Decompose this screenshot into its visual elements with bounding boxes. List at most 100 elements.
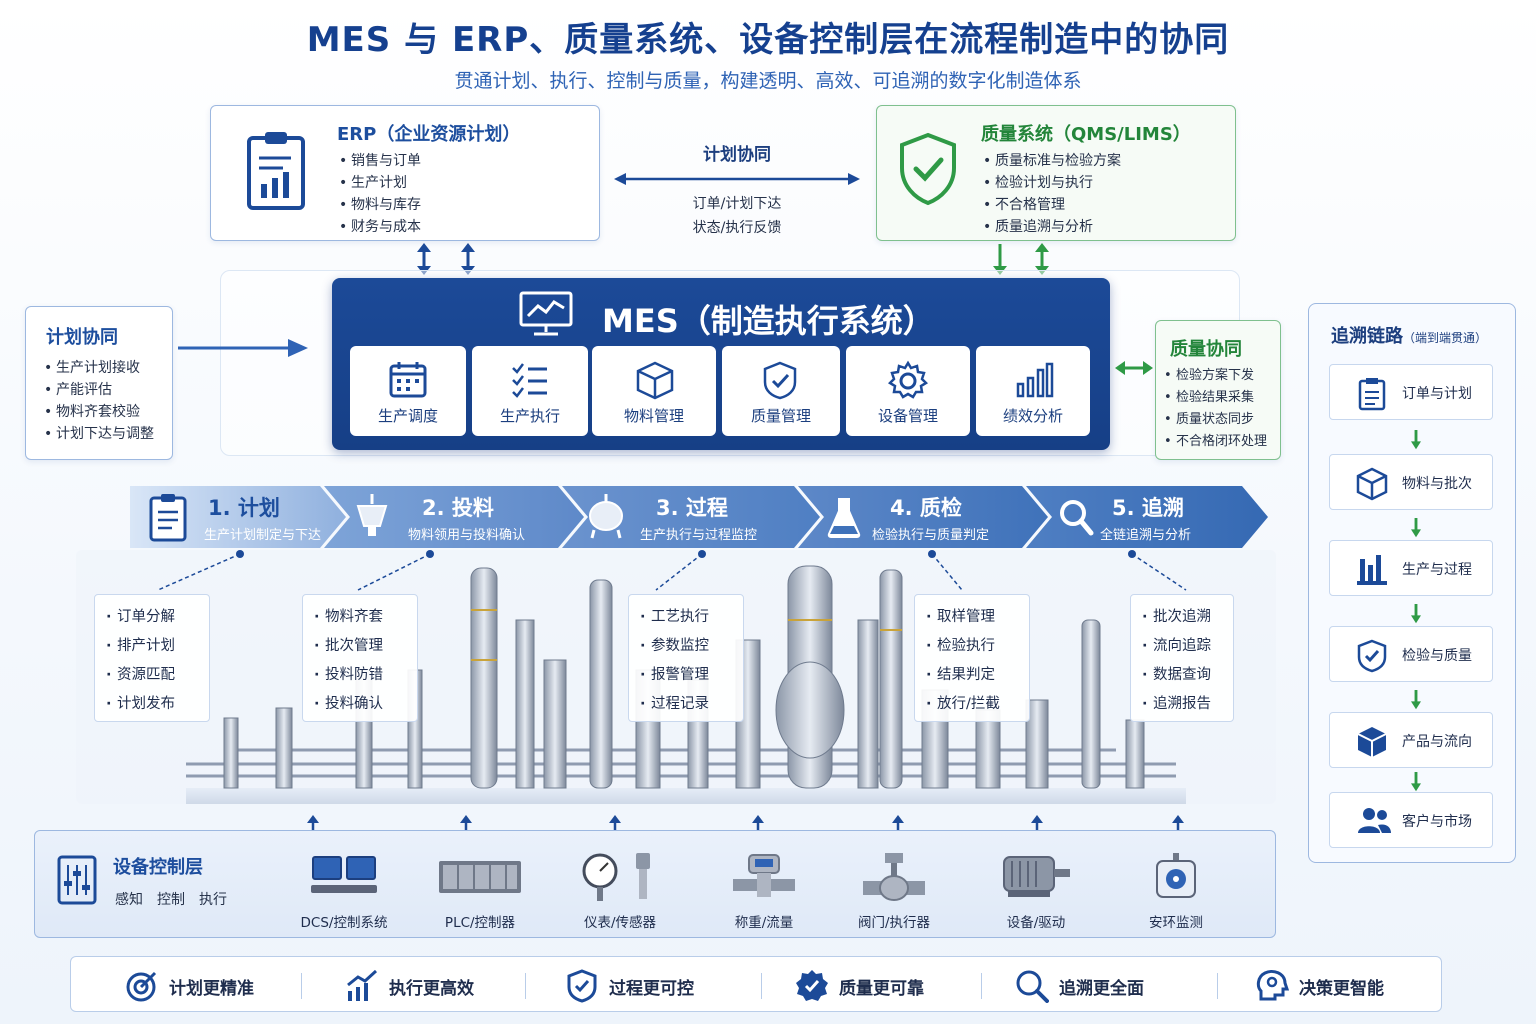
benefit-item: 决策更智能 <box>1255 969 1384 1001</box>
detail-process: 工艺执行 参数监控 报警管理 过程记录 <box>628 594 744 722</box>
list-item: 产能评估 <box>42 379 154 401</box>
equipment-instrument[interactable]: 仪表/传感器 <box>555 851 685 931</box>
plan-link-line2: 状态/执行反馈 <box>692 220 782 236</box>
equipment-label: 阀门/执行器 <box>857 915 931 931</box>
module-material[interactable]: 物料管理 <box>592 346 716 436</box>
benefit-label: 计划更精准 <box>169 979 254 999</box>
clipboard-icon <box>149 494 187 542</box>
trace-item-inspection[interactable]: 检验与质量 <box>1329 626 1493 682</box>
control-panel-icon <box>57 855 97 905</box>
equipment-valve[interactable]: 阀门/执行器 <box>829 851 959 931</box>
calendar-icon <box>389 362 427 398</box>
gear-icon <box>887 360 929 399</box>
list-item: 质量追溯与分析 <box>981 216 1121 238</box>
list-item: 追溯报告 <box>1139 690 1225 719</box>
factory-icon <box>1357 555 1387 585</box>
benefit-label: 追溯更全面 <box>1059 979 1144 999</box>
benefit-label: 过程更可控 <box>609 979 694 999</box>
list-item: 生产计划接收 <box>42 357 154 379</box>
benefit-item: 执行更高效 <box>345 969 474 1001</box>
shield-check-icon <box>763 361 797 400</box>
equipment-label: PLC/控制器 <box>444 915 516 931</box>
trace-label: 订单与计划 <box>1402 386 1472 402</box>
benefit-item: 计划更精准 <box>125 969 254 1002</box>
equipment-dcs[interactable]: DCS/控制系统 <box>279 851 409 931</box>
erp-box: ERP（企业资源计划） 销售与订单 生产计划 物料与库存 财务与成本 <box>210 105 600 241</box>
trace-item-customer[interactable]: 客户与市场 <box>1329 792 1493 848</box>
module-label: 生产执行 <box>499 407 560 425</box>
arrow-down-icon <box>1411 518 1421 538</box>
shield-check-icon <box>1357 639 1387 673</box>
monitor-chart-icon <box>519 291 573 336</box>
qms-mes-arrows <box>993 243 1049 275</box>
box-icon <box>636 361 674 400</box>
equipment-safety[interactable]: 安环监测 <box>1111 851 1241 931</box>
list-item: 检验计划与执行 <box>981 172 1121 194</box>
mes-title: MES（制造执行系统） <box>602 302 935 340</box>
list-item: 计划下达与调整 <box>42 423 154 445</box>
growth-chart-icon <box>347 969 378 1001</box>
step-title: 4. 质检 <box>890 496 962 520</box>
arrow-down-icon <box>1411 430 1421 450</box>
list-item: 排产计划 <box>103 632 201 661</box>
list-item: 报警管理 <box>637 661 735 690</box>
flowmeter-icon <box>733 854 795 897</box>
list-item: 物料齐套 <box>311 603 409 632</box>
erp-list: 销售与订单 生产计划 物料与库存 财务与成本 <box>337 150 421 238</box>
benefits-bar: 计划更精准 执行更高效 过程更可控 质量更可靠 追溯更全面 决策更智能 <box>70 956 1442 1012</box>
benefit-label: 执行更高效 <box>389 979 474 999</box>
plan-side-title: 计划协同 <box>46 327 118 348</box>
list-item: 不合格管理 <box>981 194 1121 216</box>
trace-title-text: 追溯链路 <box>1331 326 1403 347</box>
list-item: 批次追溯 <box>1139 603 1225 632</box>
valve-icon <box>863 853 925 901</box>
users-icon <box>1358 808 1391 833</box>
divider <box>525 973 526 999</box>
quality-side-box: 质量协同 检验方案下发 检验结果采集 质量状态同步 不合格闭环处理 <box>1155 320 1281 460</box>
list-item: 不合格闭环处理 <box>1162 431 1267 453</box>
trace-label: 物料与批次 <box>1402 476 1472 492</box>
target-icon <box>126 971 157 1002</box>
module-scheduling[interactable]: 生产调度 <box>350 346 466 436</box>
step-subtitle: 物料领用与投料确认 <box>408 528 526 543</box>
connector-lines <box>157 550 1187 591</box>
double-arrow-icon <box>614 173 860 185</box>
trace-title: 追溯链路（端到端贯通） <box>1331 322 1487 348</box>
equipment-drive[interactable]: 设备/驱动 <box>971 851 1101 931</box>
step-subtitle: 检验执行与质量判定 <box>872 528 990 543</box>
list-item: 检验结果采集 <box>1162 387 1267 409</box>
list-item: 过程记录 <box>637 690 735 719</box>
divider <box>761 973 762 999</box>
shield-check-icon <box>567 969 597 1003</box>
motor-icon <box>1003 856 1070 897</box>
trace-item-batch[interactable]: 物料与批次 <box>1329 454 1493 510</box>
list-item: 订单分解 <box>103 603 201 632</box>
list-item: 工艺执行 <box>637 603 735 632</box>
quality-side-title: 质量协同 <box>1170 339 1242 360</box>
equipment-title: 设备控制层 <box>113 857 203 878</box>
equipment-layer: 设备控制层 感知 控制 执行 DCS/控制系统 PLC/控制器 仪表/传感器 <box>34 830 1276 938</box>
equipment-flow[interactable]: 称重/流量 <box>699 851 829 931</box>
clipboard-chart-icon <box>247 132 305 210</box>
module-quality[interactable]: 质量管理 <box>722 346 840 436</box>
equipment-label: 仪表/传感器 <box>583 915 657 931</box>
trace-item-order[interactable]: 订单与计划 <box>1329 364 1493 420</box>
reactor-icon <box>589 494 623 539</box>
safety-monitor-icon <box>1156 853 1196 898</box>
divider <box>981 973 982 999</box>
search-icon <box>1016 970 1049 1003</box>
module-equipment[interactable]: 设备管理 <box>846 346 970 436</box>
equipment-label: 设备/驱动 <box>1006 915 1066 931</box>
qms-title: 质量系统（QMS/LIMS） <box>981 124 1191 145</box>
module-execution[interactable]: 生产执行 <box>472 346 588 436</box>
trace-item-production[interactable]: 生产与过程 <box>1329 540 1493 596</box>
divider <box>1217 973 1218 999</box>
module-performance[interactable]: 绩效分析 <box>976 346 1090 436</box>
flask-icon <box>827 498 861 538</box>
trace-item-product[interactable]: 产品与流向 <box>1329 712 1493 768</box>
arrow-down-icon <box>1411 604 1421 624</box>
qms-list: 质量标准与检验方案 检验计划与执行 不合格管理 质量追溯与分析 <box>981 150 1121 238</box>
trace-label: 检验与质量 <box>1402 648 1472 664</box>
equipment-plc[interactable]: PLC/控制器 <box>415 851 545 931</box>
clipboard-icon <box>1358 378 1386 411</box>
